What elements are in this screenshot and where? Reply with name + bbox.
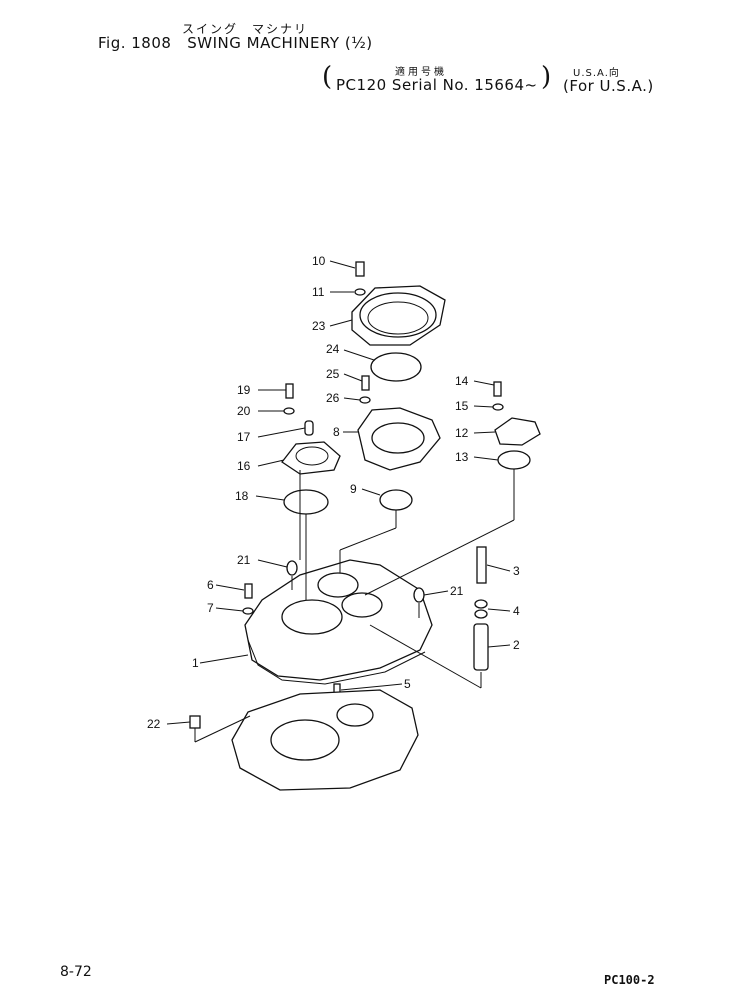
callout-20: 20 — [237, 404, 251, 418]
callout-10: 10 — [312, 254, 326, 268]
base-plate — [231, 689, 419, 791]
leader-lines — [166, 260, 515, 743]
cover-16-boss — [295, 446, 329, 466]
housing-23-bore — [359, 292, 437, 338]
case-1-flange — [247, 639, 426, 685]
bolt-6-part — [244, 583, 253, 599]
page-number: 8-72 — [60, 964, 92, 980]
callout-22: 22 — [147, 717, 161, 731]
japanese-title: スイング マシナリ — [182, 22, 309, 36]
o-ring-24 — [370, 352, 422, 382]
close-paren: ) — [541, 62, 552, 92]
callout-24: 24 — [326, 342, 340, 356]
callout-26: 26 — [326, 391, 340, 405]
swing-housing-23 — [351, 261, 446, 346]
washer-11-part — [354, 288, 366, 296]
japanese-region: U.S.A.向 — [573, 68, 620, 79]
sensor-3-part — [476, 546, 487, 584]
sheet-indicator: (½) — [344, 34, 373, 52]
callout-3: 3 — [513, 564, 520, 578]
bracket-17-part — [304, 420, 314, 436]
base-plate-bore-a — [270, 719, 340, 761]
bolt-14-part — [493, 381, 502, 397]
sensor-assembly — [473, 546, 489, 671]
cover-16 — [281, 441, 341, 475]
serial-range: PC120 Serial No. 15664~ — [336, 76, 538, 94]
o-ring-18 — [283, 489, 329, 515]
callout-18: 18 — [235, 489, 249, 503]
housing-23-inner — [367, 301, 429, 335]
o-ring-9 — [379, 489, 413, 511]
callout-17: 17 — [237, 430, 251, 444]
callout-7: 7 — [207, 601, 214, 615]
washer-4-part-b — [474, 609, 488, 619]
callout-16: 16 — [237, 459, 251, 473]
callout-8: 8 — [333, 425, 340, 439]
case-1-port-b — [317, 572, 359, 598]
open-paren: ( — [322, 62, 333, 92]
cover-8 — [357, 407, 441, 471]
plug-2-part — [473, 623, 489, 671]
callout-23: 23 — [312, 319, 326, 333]
callout-21-right: 21 — [450, 584, 464, 598]
eyebolt-21-left — [286, 560, 298, 576]
callout-5: 5 — [404, 677, 411, 691]
bolt-19-part — [285, 383, 294, 399]
case-1-port-a — [281, 599, 343, 635]
washer-7-part — [242, 607, 254, 615]
washer-26-part — [359, 396, 371, 404]
callout-11: 11 — [312, 285, 325, 299]
callout-13: 13 — [455, 450, 469, 464]
japanese-applicability: 適用号機 — [395, 67, 447, 78]
figure-title: Fig. 1808 SWING MACHINERY (½) — [98, 34, 373, 52]
callout-21-left: 21 — [237, 553, 251, 567]
cover-8-bore — [371, 422, 425, 454]
model-code: PC100-2 — [604, 973, 655, 987]
callout-25: 25 — [326, 367, 340, 381]
case-1-port-c — [341, 592, 383, 618]
washer-20-part — [283, 407, 295, 415]
washer-15-part — [492, 403, 504, 411]
callout-9: 9 — [350, 482, 357, 496]
washer-4-part-a — [474, 599, 488, 609]
callout-15: 15 — [455, 399, 469, 413]
callout-12: 12 — [455, 426, 469, 440]
callout-4: 4 — [513, 604, 520, 618]
callout-14: 14 — [455, 374, 469, 388]
eyebolt-21-right — [413, 587, 425, 603]
cover-12 — [494, 417, 541, 446]
base-plate-bore-b — [336, 703, 374, 727]
plug-22-part — [189, 715, 201, 729]
callout-2: 2 — [513, 638, 520, 652]
swing-case-1 — [244, 559, 433, 685]
region-note: (For U.S.A.) — [563, 77, 654, 95]
figure-name: SWING MACHINERY — [187, 34, 340, 52]
o-ring-13 — [497, 450, 531, 470]
callout-6: 6 — [207, 578, 214, 592]
callout-1: 1 — [192, 656, 199, 670]
callout-19: 19 — [237, 383, 251, 397]
figure-number: Fig. 1808 — [98, 34, 172, 52]
bolt-25-part — [361, 375, 370, 391]
bolt-10-part — [355, 261, 365, 277]
